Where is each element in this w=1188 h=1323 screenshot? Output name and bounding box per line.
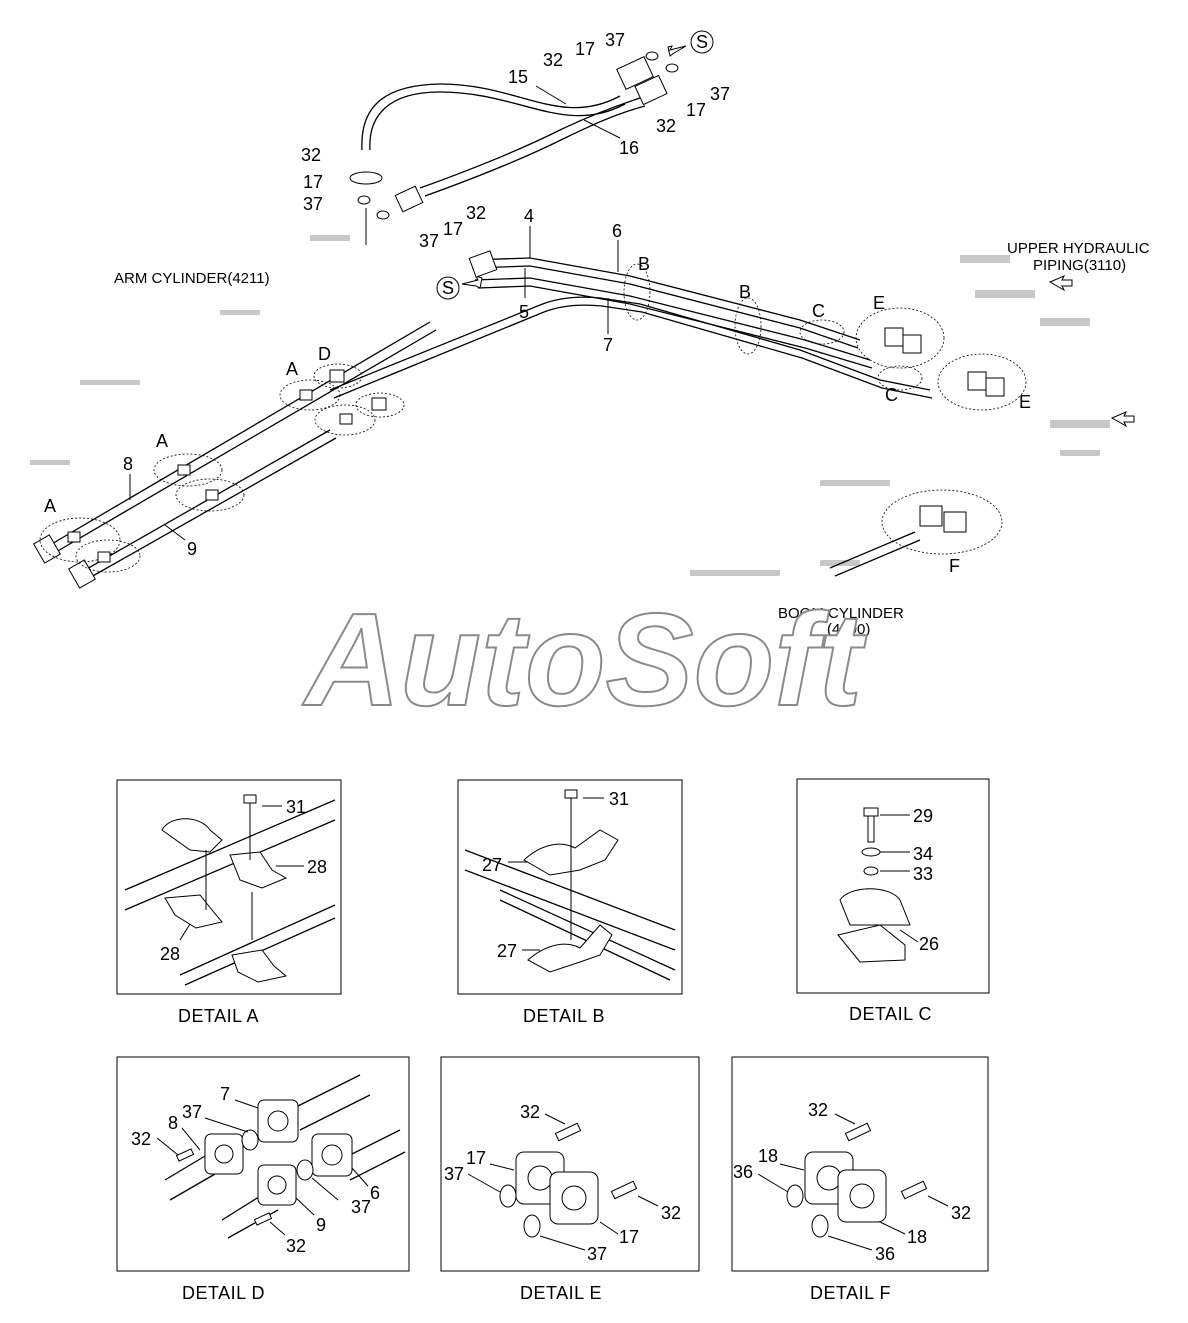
detail-d-part-37-right: 37 [351, 1197, 371, 1217]
s-marker-left: S [442, 278, 454, 298]
detail-c: 29 34 33 26 [796, 778, 990, 994]
detail-b-part-31: 31 [609, 789, 629, 809]
detail-f: 32 18 36 32 18 36 [731, 1056, 989, 1272]
detail-e-part-17-left: 17 [466, 1148, 486, 1168]
detail-b-part-27-top: 27 [482, 855, 502, 875]
detail-a: 31 28 28 [116, 779, 342, 995]
main-callouts: 37 17 32 37 17 32 15 16 32 17 37 32 17 3… [44, 30, 1031, 576]
detail-a-caption: DETAIL A [178, 1006, 259, 1026]
callout-B-2: B [739, 282, 751, 302]
callout-4: 4 [524, 206, 534, 226]
detail-a-part-31: 31 [286, 797, 306, 817]
callout-D: D [318, 344, 331, 364]
callout-17-right: 17 [686, 100, 706, 120]
detail-f-part-36-bottom: 36 [875, 1244, 895, 1264]
callout-C-2: C [885, 385, 898, 405]
detail-b: 31 27 27 [457, 779, 683, 995]
callout-E-2: E [1019, 392, 1031, 412]
arm-cylinder-label: ARM CYLINDER(4211) [114, 270, 270, 287]
detail-c-part-26: 26 [919, 934, 939, 954]
detail-d-part-6: 6 [370, 1183, 380, 1203]
main-assembly [33, 30, 1135, 589]
callout-32-top: 32 [543, 50, 563, 70]
callout-E-1: E [873, 293, 885, 313]
detail-c-part-33: 33 [913, 864, 933, 884]
callout-9: 9 [187, 539, 197, 559]
autosoft-watermark: AutoSoft [302, 586, 867, 733]
detail-f-part-18-left: 18 [758, 1146, 778, 1166]
callout-B-1: B [638, 254, 650, 274]
callout-15: 15 [508, 67, 528, 87]
callout-32-right: 32 [656, 116, 676, 136]
detail-d-part-32-bottom: 32 [286, 1236, 306, 1256]
detail-e-part-17-right: 17 [619, 1227, 639, 1247]
detail-f-part-18-right: 18 [907, 1227, 927, 1247]
callout-5: 5 [519, 302, 529, 322]
boom-cylinder-label-line1: BOOM CYLINDER [778, 605, 904, 622]
detail-d-part-8: 8 [168, 1113, 178, 1133]
callout-37-right: 37 [710, 84, 730, 104]
detail-c-part-34: 34 [913, 844, 933, 864]
callout-37-mid: 37 [419, 231, 439, 251]
callout-C-1: C [812, 301, 825, 321]
callout-37-top: 37 [605, 30, 625, 50]
upper-hydraulic-label-line1: UPPER HYDRAULIC [1007, 240, 1150, 257]
detail-d-caption: DETAIL D [182, 1283, 265, 1303]
callout-6: 6 [612, 221, 622, 241]
detail-d: 7 37 8 32 6 37 9 32 [116, 1056, 410, 1272]
detail-f-caption: DETAIL F [810, 1283, 891, 1303]
callout-7: 7 [603, 335, 613, 355]
callout-17-mid: 17 [443, 219, 463, 239]
detail-b-part-27-bottom: 27 [497, 941, 517, 961]
callout-A-3: A [286, 359, 298, 379]
detail-f-part-32-top: 32 [808, 1100, 828, 1120]
detail-d-part-7: 7 [220, 1084, 230, 1104]
detail-e: 32 17 37 32 17 37 [440, 1056, 700, 1272]
callout-17-left: 17 [303, 172, 323, 192]
detail-a-part-28-right: 28 [307, 857, 327, 877]
callout-32-left: 32 [301, 145, 321, 165]
detail-e-part-37-bottom: 37 [587, 1244, 607, 1264]
detail-d-part-32-left: 32 [131, 1129, 151, 1149]
detail-e-part-32-right: 32 [661, 1203, 681, 1223]
detail-b-caption: DETAIL B [523, 1006, 605, 1026]
s-marker-top: S [696, 32, 708, 52]
callout-37-left: 37 [303, 194, 323, 214]
detail-e-part-32-top: 32 [520, 1102, 540, 1122]
detail-f-part-32-right: 32 [951, 1203, 971, 1223]
detail-d-part-37-left: 37 [182, 1102, 202, 1122]
upper-hydraulic-label-line2: PIPING(3110) [1033, 257, 1126, 274]
callout-16: 16 [619, 138, 639, 158]
callout-32-mid: 32 [466, 203, 486, 223]
detail-c-part-29: 29 [913, 806, 933, 826]
detail-d-part-9: 9 [316, 1215, 326, 1235]
detail-c-caption: DETAIL C [849, 1004, 932, 1024]
detail-f-part-36-left: 36 [733, 1162, 753, 1182]
callout-F: F [949, 556, 960, 576]
callout-A-2: A [156, 431, 168, 451]
detail-e-part-37-left: 37 [444, 1164, 464, 1184]
detail-e-caption: DETAIL E [520, 1283, 602, 1303]
detail-a-part-28-left: 28 [160, 944, 180, 964]
boom-cylinder-label-line2: (4200) [827, 621, 870, 638]
callout-8: 8 [123, 454, 133, 474]
callout-A-1: A [44, 496, 56, 516]
callout-17-top: 17 [575, 39, 595, 59]
